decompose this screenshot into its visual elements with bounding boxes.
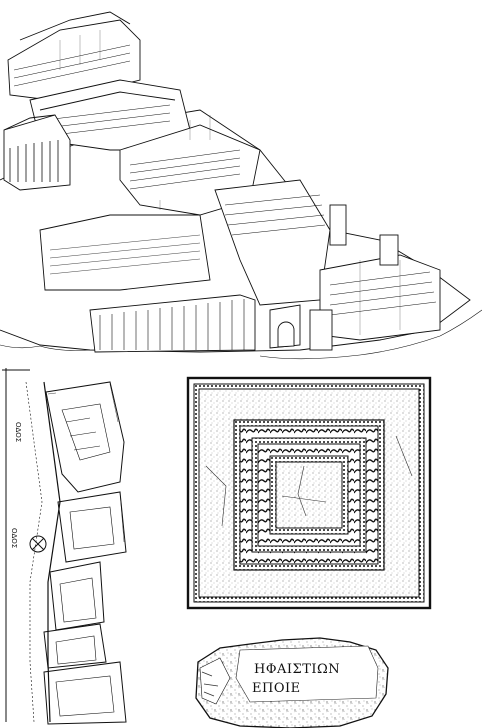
inscription-fragment-drawing: ΗΦΑΙΣΤΙΩΝ ΕΠΟΙΕ (190, 628, 394, 728)
plan-symbol (29, 535, 47, 553)
inscription-line-1: ΗΦΑΙΣΤΙΩΝ (254, 662, 340, 677)
inscription-svg: ΗΦΑΙΣΤΙΩΝ ΕΠΟΙΕ (195, 637, 389, 728)
plan-svg: ΟΔΟΣ ΟΔΟΣ (2, 368, 127, 725)
plan-label-1: ΟΔΟΣ (14, 422, 22, 442)
inscription-line-2: ΕΠΟΙΕ (252, 681, 301, 696)
palace-reconstruction-drawing (0, 11, 482, 360)
reconstruction-svg (0, 11, 482, 360)
mosaic-svg (186, 376, 432, 610)
site-plan: ΟΔΟΣ ΟΔΟΣ (0, 362, 140, 728)
mosaic-floor-drawing (186, 376, 432, 610)
plan-label-2: ΟΔΟΣ (10, 528, 18, 548)
